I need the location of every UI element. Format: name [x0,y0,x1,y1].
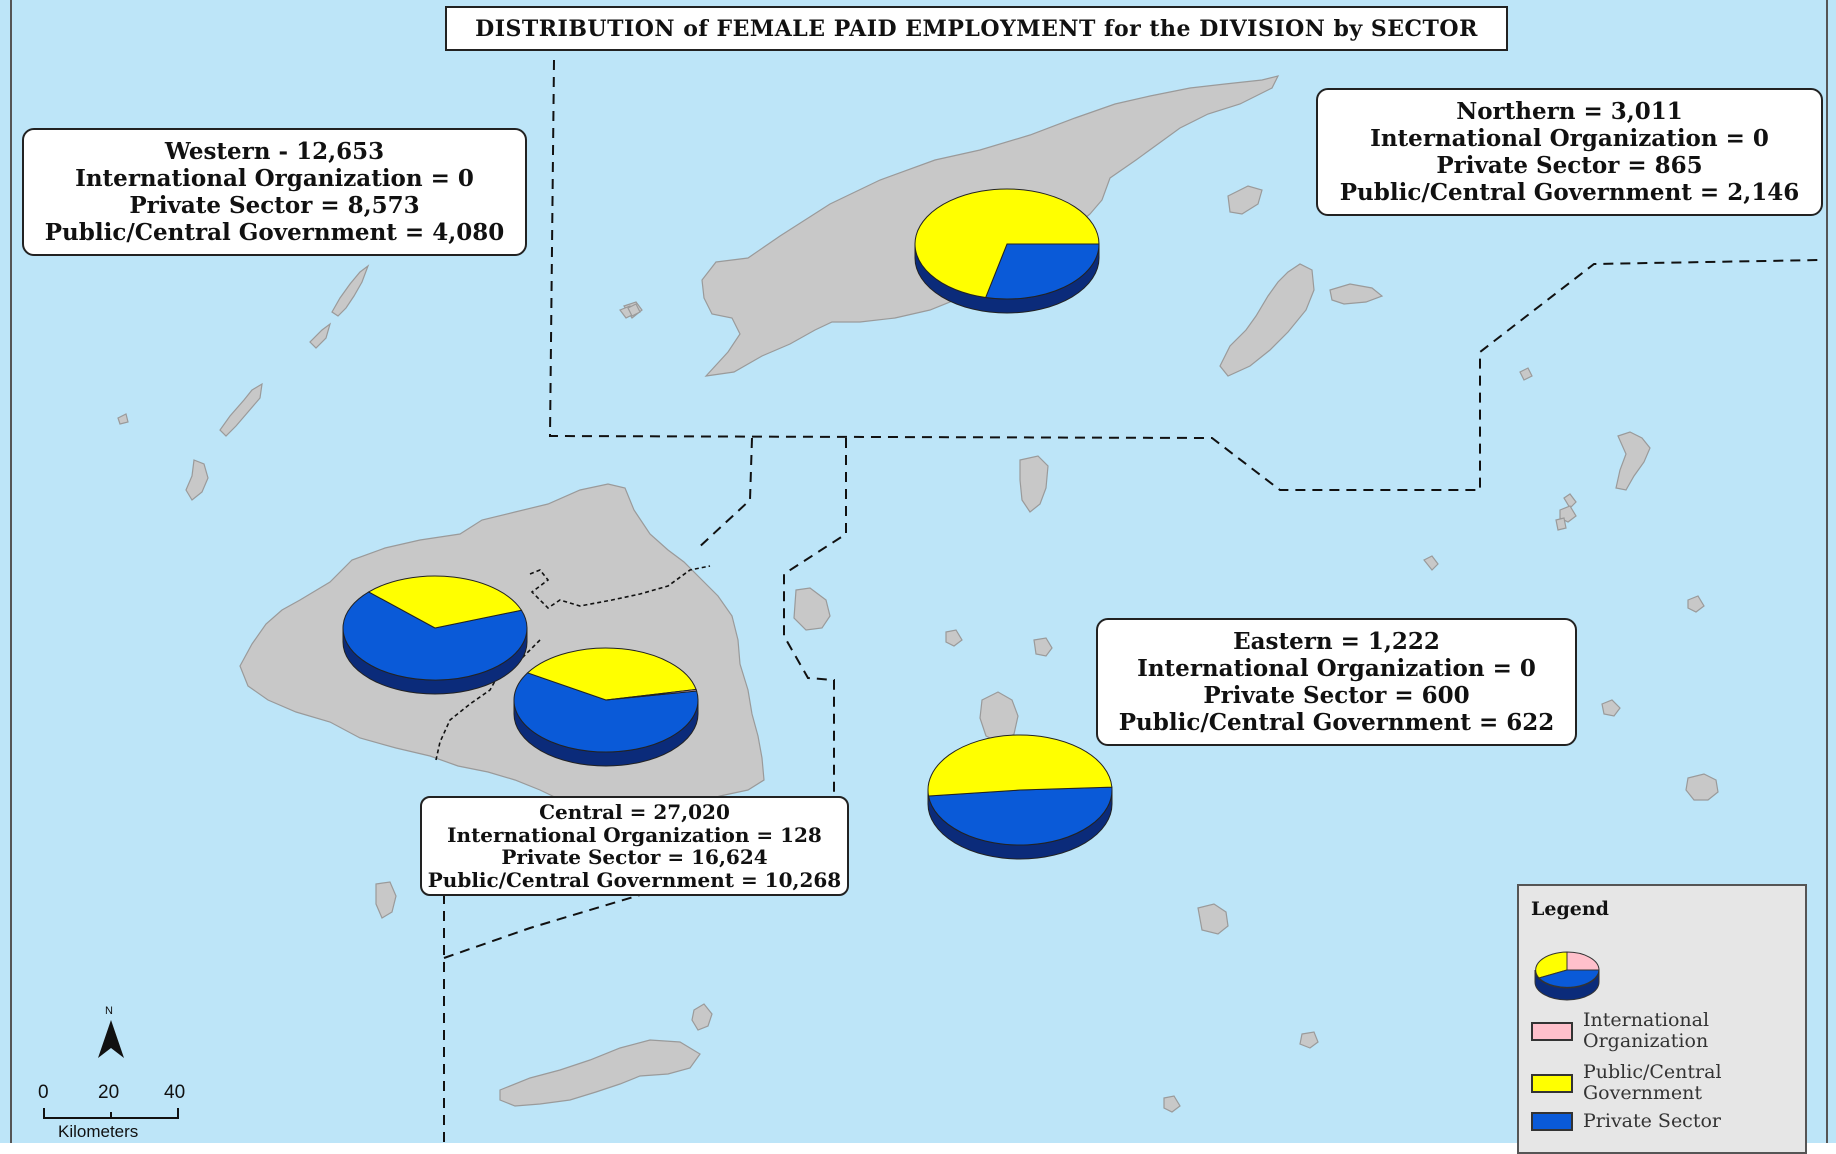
northern-info-box: Northern = 3,011 International Organizat… [1316,88,1823,216]
pie-northern [914,188,1100,314]
legend-label-international: International Organization [1583,1009,1710,1052]
scale-tick-20: 20 [98,1082,120,1103]
central-international: International Organization = 128 [447,822,822,847]
pie-eastern-slice-public-central-government [927,734,1113,797]
pie-western-slice-private-sector [342,591,528,681]
pie-western [342,575,528,695]
western-private: Private Sector = 8,573 [129,192,420,219]
island-yasawa-3 [219,382,263,437]
legend: Legend International Organization Public… [1517,884,1807,1154]
island-lau-3 [1601,699,1621,717]
scale-bar: N 0 20 40 Kilometers [30,1000,200,1143]
legend-pie-pink [1566,951,1600,971]
western-info-box: Western - 12,653 International Organizat… [22,128,527,256]
scale-line [43,1108,179,1119]
island-ono [691,1003,713,1031]
island-matuku [1163,1095,1181,1113]
eastern-total: Eastern = 1,222 [1233,628,1440,655]
island-lakeba [1685,773,1719,801]
island-moala [1197,903,1229,935]
pie-central-slice-public-central-government [526,647,697,701]
pie-northern-slice-private-sector [984,243,1100,300]
island-rabi [1227,185,1263,215]
legend-swatch-public [1531,1073,1573,1093]
island-west-1 [627,303,641,317]
northern-total: Northern = 3,011 [1456,98,1683,125]
island-yasawa-1 [331,264,370,317]
northern-international: International Organization = 0 [1370,125,1769,152]
boundary-north-west [548,59,1821,491]
legend-swatch-international [1531,1021,1573,1041]
western-international: International Organization = 0 [75,165,474,192]
legend-swatch-private [1531,1112,1573,1131]
pie-central-slice-international-organization [605,688,698,701]
island-ovalau [793,587,831,631]
central-total: Central = 27,020 [539,800,730,824]
island-yasawa-2 [309,322,332,349]
scale-tick-0: 0 [38,1082,49,1103]
province-boundary-line [435,565,711,761]
island-kadavu [499,1039,701,1107]
northern-public: Public/Central Government = 2,146 [1339,179,1800,206]
pie-eastern [927,734,1113,860]
north-arrow-icon [98,1020,124,1058]
legend-item-international: International Organization [1531,1010,1773,1052]
island-vanuabalavu [1615,431,1651,491]
pie-central [513,647,699,767]
island-lau-6 [1519,367,1533,381]
eastern-info-box: Eastern = 1,222 International Organizati… [1096,618,1577,746]
pie-northern-slice-public-central-government [914,188,1100,299]
boundary-west-central-line [695,437,753,551]
legend-pie-side [1534,969,1600,1001]
island-west-2 [117,413,129,425]
legend-pie-icon [1534,951,1600,1001]
island-koro [1019,455,1049,513]
eastern-international: International Organization = 0 [1137,655,1536,682]
province-boundary [435,565,711,761]
western-total: Western - 12,653 [164,138,385,165]
legend-pie-blue [1538,969,1600,988]
eastern-private: Private Sector = 600 [1203,682,1470,709]
map-title: DISTRIBUTION of FEMALE PAID EMPLOYMENT f… [445,6,1508,51]
legend-label-private: Private Sector [1583,1110,1721,1132]
island-taveuni [1219,263,1315,377]
legend-item-public: Public/Central Government [1531,1062,1773,1104]
island-nairai [1033,637,1053,657]
scale-tick-40: 40 [164,1082,186,1103]
island-batiki [945,629,963,647]
northern-private: Private Sector = 865 [1436,152,1703,179]
island-lau-4 [1687,595,1705,613]
pie-central-slice-private-sector [513,672,699,753]
scale-units: Kilometers [58,1122,139,1141]
island-beqa [375,881,397,919]
legend-title: Legend [1531,898,1609,920]
north-label: N [105,1005,113,1017]
boundary-central-east [783,438,847,800]
legend-label-public: Public/Central Government [1583,1061,1722,1104]
pie-eastern-slice-private-sector [927,786,1113,846]
island-qamea [1329,283,1384,305]
western-public: Public/Central Government = 4,080 [44,219,505,246]
legend-pie-yellow [1535,951,1568,979]
island-lau-7 [1555,517,1567,531]
central-public: Public/Central Government = 10,268 [427,867,842,892]
island-lau-5 [1423,555,1439,571]
legend-item-private: Private Sector [1531,1111,1773,1132]
central-private: Private Sector = 16,624 [501,845,768,869]
island-mbengga [1563,493,1577,509]
eastern-public: Public/Central Government = 622 [1118,709,1555,736]
island-gau [979,691,1019,745]
island-yasawa-4 [185,459,209,501]
pie-western-slice-public-central-government [367,575,523,629]
central-info-box: Central = 27,020 International Organizat… [420,796,849,896]
island-totoya [1299,1031,1319,1049]
